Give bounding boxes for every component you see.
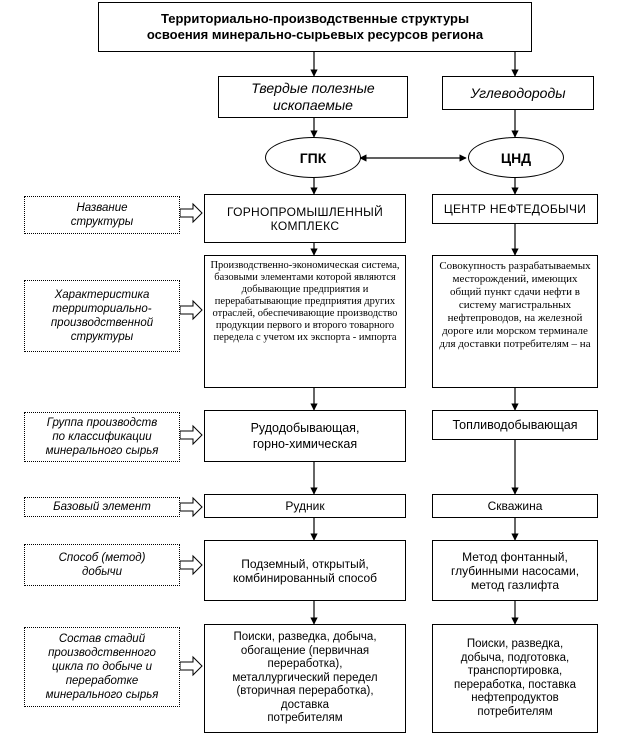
right-base-element: Скважина (432, 494, 598, 518)
ellipse-gpk: ГПК (265, 137, 361, 178)
left-structure-name: ГОРНОПРОМЫШЛЕННЫЙ КОМПЛЕКС (204, 194, 406, 243)
block-arrow-method (179, 554, 203, 576)
block-arrow-base (179, 496, 203, 518)
right-production-group: Топливодобывающая (432, 410, 598, 440)
left-cycle-stages: Поиски, разведка, добыча, обогащение (пе… (204, 624, 406, 733)
left-characteristic: Производственно-экономическая система, б… (204, 255, 406, 388)
block-arrow-characteristic (179, 299, 203, 321)
label-characteristic: Характеристика территориально- производс… (24, 280, 180, 352)
label-production-group: Группа производств по классификации мине… (24, 412, 180, 462)
category-solid-minerals: Твердые полезные ископаемые (218, 76, 408, 118)
diagram-title: Территориально-производственные структур… (98, 2, 532, 52)
right-structure-name: ЦЕНТР НЕФТЕДОБЫЧИ (432, 194, 598, 224)
label-base-element: Базовый элемент (24, 497, 180, 517)
label-cycle-stages: Состав стадий производственного цикла по… (24, 627, 180, 707)
left-extraction-method: Подземный, открытый, комбинированный спо… (204, 540, 406, 601)
label-structure-name: Название структуры (24, 196, 180, 234)
left-base-element: Рудник (204, 494, 406, 518)
right-cycle-stages: Поиски, разведка, добыча, подготовка, тр… (432, 624, 598, 733)
block-arrow-name (179, 202, 203, 224)
ellipse-cnd: ЦНД (468, 137, 564, 178)
label-extraction-method: Способ (метод) добычи (24, 544, 180, 586)
block-arrow-group (179, 424, 203, 446)
right-extraction-method: Метод фонтанный, глубинными насосами, ме… (432, 540, 598, 601)
left-production-group: Рудодобывающая, горно-химическая (204, 410, 406, 462)
block-arrow-stages (179, 655, 203, 677)
right-characteristic: Совокупность разрабатываемых месторожден… (432, 255, 598, 388)
category-hydrocarbons: Углеводороды (442, 76, 594, 110)
